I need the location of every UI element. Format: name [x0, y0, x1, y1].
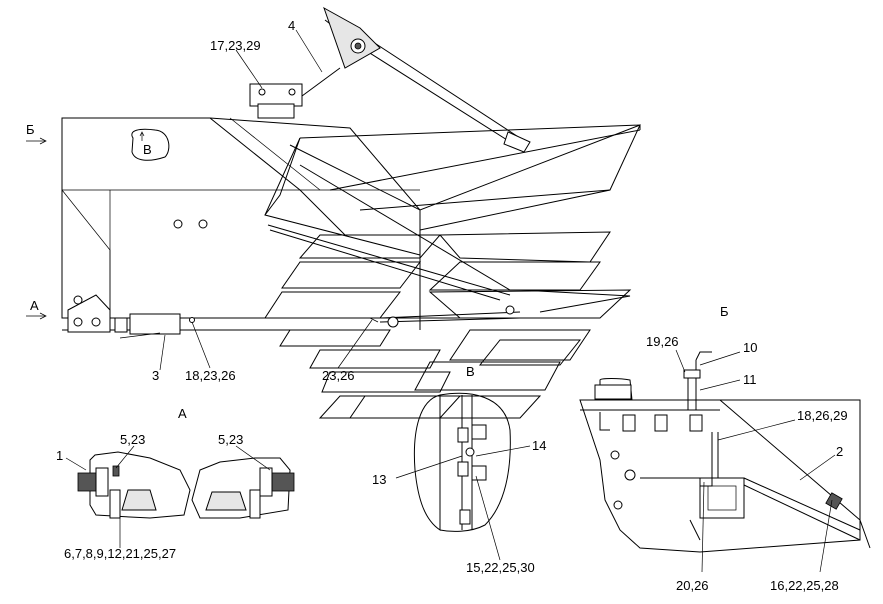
callout-b-arrow: Б: [26, 122, 35, 137]
callout-13: 13: [372, 472, 386, 487]
window-v-outline: [131, 128, 170, 161]
callout-18-23-26: 18,23,26: [185, 368, 236, 383]
callout-v-window: В: [143, 142, 152, 157]
callout-4: 4: [288, 18, 295, 33]
callout-15-22-25-30: 15,22,25,30: [466, 560, 535, 575]
main-assembly: [61, 6, 641, 419]
callout-17-23-29: 17,23,29: [210, 38, 261, 53]
callout-labels: 17,23,29 4 Б В А 3 18,23,26 23,26 В Б 19…: [26, 18, 848, 593]
callout-1: 1: [56, 448, 63, 463]
view-b: [579, 351, 871, 553]
callout-a-arrow: А: [30, 298, 39, 313]
callout-v-view: В: [466, 364, 475, 379]
callout-a-view: А: [178, 406, 187, 421]
callout-3: 3: [152, 368, 159, 383]
callout-18-26-29: 18,26,29: [797, 408, 848, 423]
view-a: [77, 451, 295, 519]
callout-5-23-right: 5,23: [218, 432, 243, 447]
callout-19-26: 19,26: [646, 334, 679, 349]
view-v: [413, 392, 511, 532]
callout-20-26: 20,26: [676, 578, 709, 593]
callout-16-22-25-28: 16,22,25,28: [770, 578, 839, 593]
leader-lines: [26, 29, 836, 573]
callout-6-7-8: 6,7,8,9,12,21,25,27: [64, 546, 176, 561]
callout-23-26: 23,26: [322, 368, 355, 383]
callout-14: 14: [532, 438, 546, 453]
callout-b-view: Б: [720, 304, 729, 319]
callout-10: 10: [743, 340, 757, 355]
callout-11: 11: [743, 372, 757, 387]
callout-2: 2: [836, 444, 843, 459]
callout-5-23-left: 5,23: [120, 432, 145, 447]
